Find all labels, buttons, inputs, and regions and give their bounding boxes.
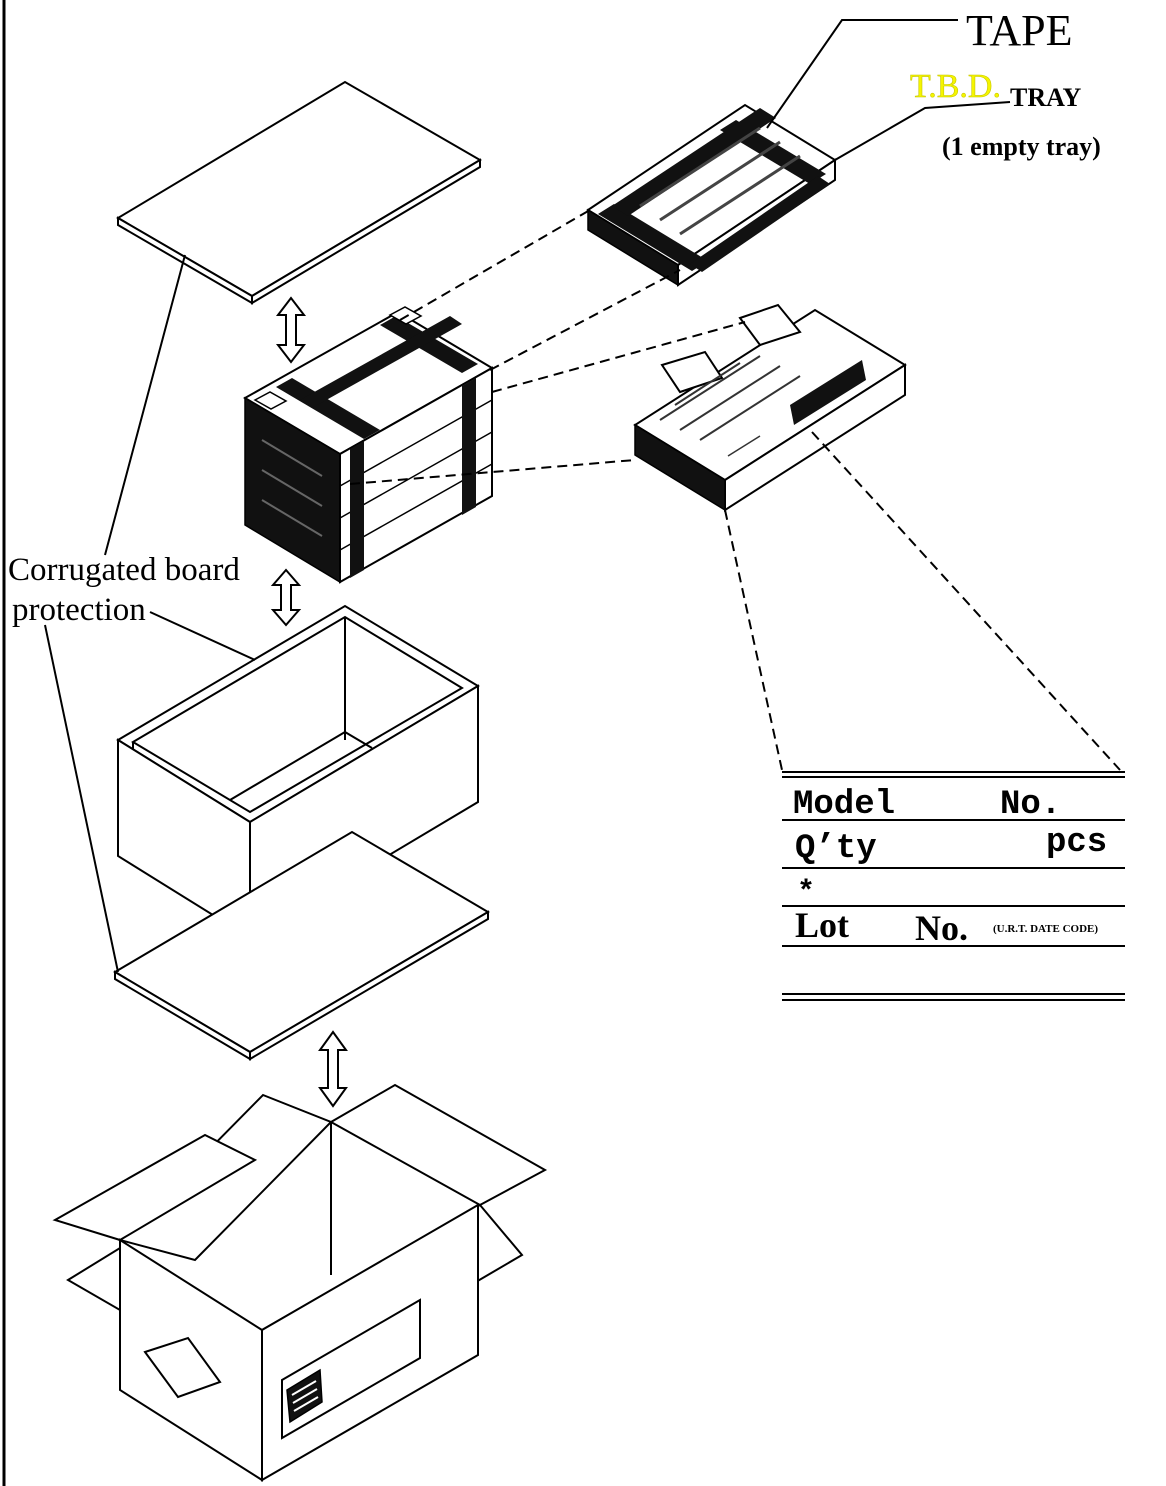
top-corrugated-board — [116, 80, 482, 305]
tbd-label: T.B.D. — [910, 68, 1001, 105]
label-pcs: pcs — [1046, 824, 1107, 862]
label-model-no: No. — [1000, 786, 1061, 824]
dashed-connectors — [349, 209, 1121, 771]
labeled-bag — [633, 303, 907, 512]
tray-label: TRAY — [1010, 83, 1082, 112]
label-model: Model — [793, 786, 895, 824]
double-arrow-icon — [275, 296, 307, 364]
tape-label: TAPE — [966, 6, 1072, 55]
double-arrow-icon — [270, 568, 302, 627]
corrugated-board-label: Corrugated board — [8, 552, 240, 588]
single-tray — [586, 103, 837, 287]
empty-tray-label: (1 empty tray) — [942, 132, 1101, 161]
bottom-corrugated-board — [113, 830, 490, 1061]
label-lot-no: No. — [915, 908, 968, 948]
outer-carton — [52, 1083, 548, 1482]
leader-lines — [44, 19, 1011, 973]
label-date-code: (U.R.T. DATE CODE) — [993, 923, 1098, 935]
label-qty: Q’ty — [795, 830, 877, 868]
tray-stack — [242, 306, 494, 584]
protection-label: protection — [12, 592, 146, 628]
label-lot: Lot — [795, 905, 849, 945]
product-label: Model No. Q’ty pcs * Lot No. (U.R.T. DAT… — [782, 771, 1125, 1001]
label-asterisk: * — [797, 876, 815, 910]
double-arrow-icon — [318, 1030, 348, 1108]
